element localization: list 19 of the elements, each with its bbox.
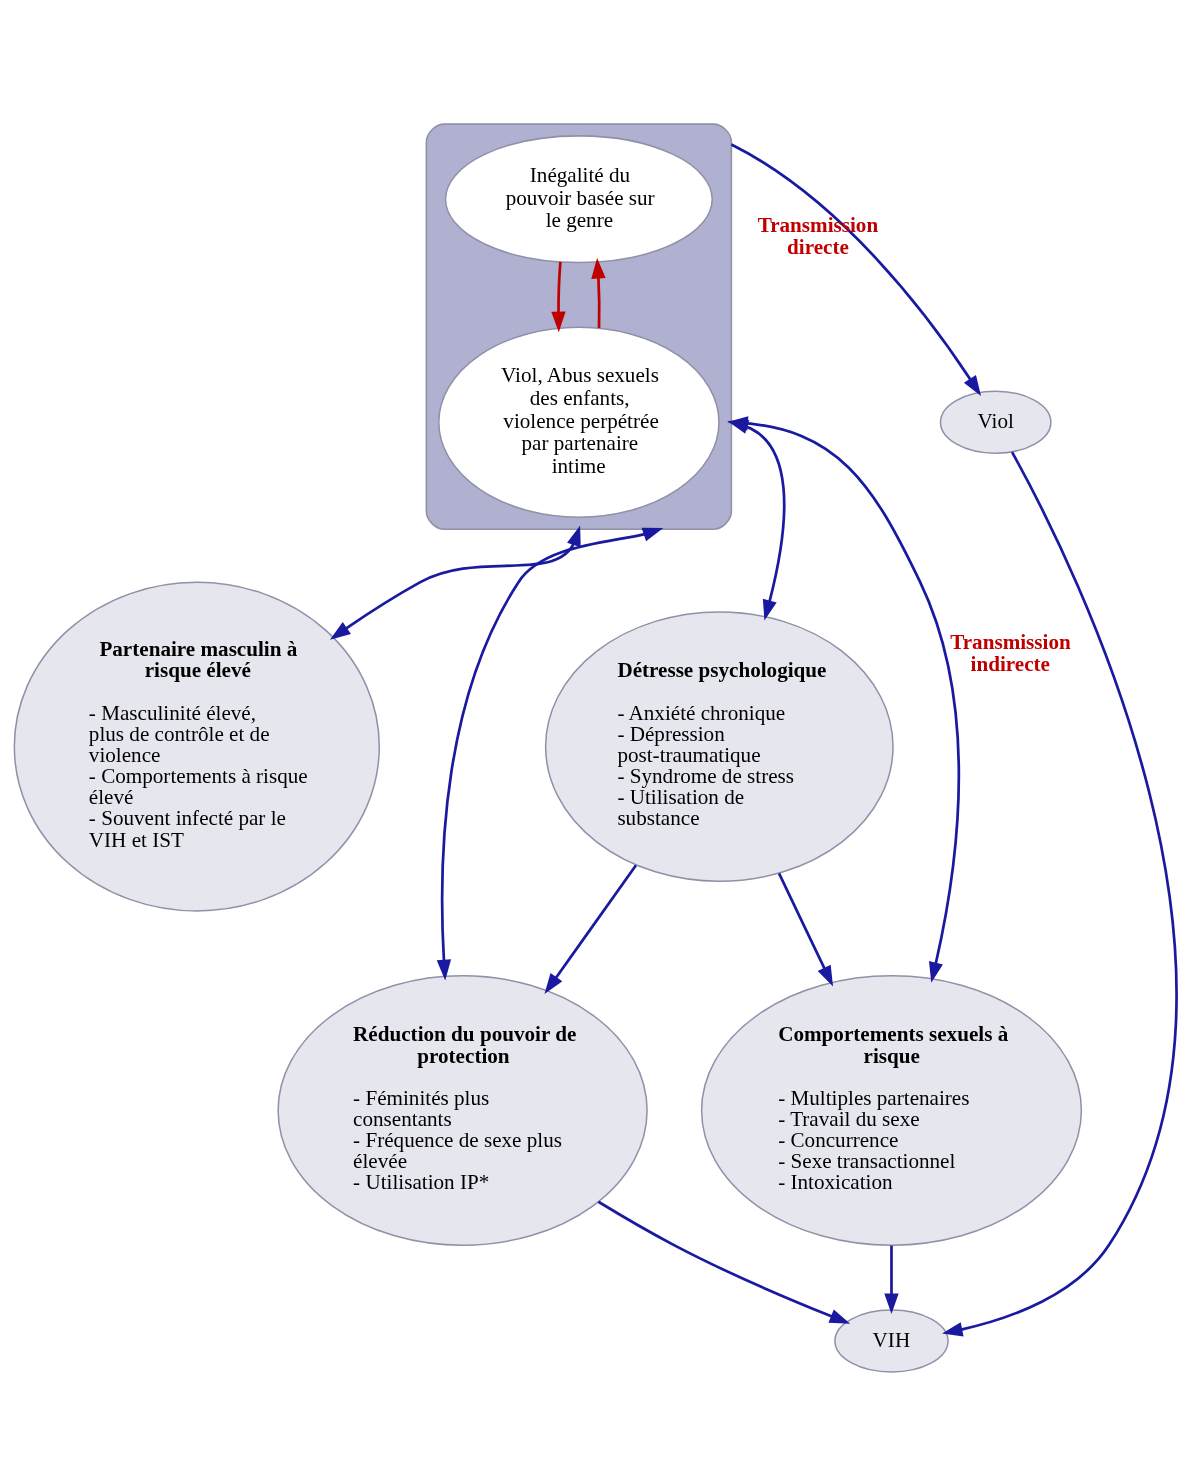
arrow — [597, 1200, 851, 1324]
arrow — [329, 524, 581, 640]
arrow — [591, 257, 606, 328]
arrow — [551, 261, 566, 332]
arrow — [436, 527, 664, 980]
node-ellipse: Détresse psychologique - Anxiété chronique - Dépression post-traumatique - Syndrome de stress - Utilisation de substance — [544, 610, 894, 882]
node-ellipse: Viol, Abus sexuels des enfants, violence perpétrée par partenaire intime — [438, 326, 720, 518]
arrow — [884, 1245, 899, 1314]
node-ellipse: Comportements sexuels à risque - Multiples partenaires - Travail du sexe - Concurrence - Sexe transactionnel - Intoxication — [700, 974, 1083, 1246]
arrow — [544, 864, 638, 994]
edge-label: Transmission indirecte — [950, 629, 1071, 676]
node-ellipse: Inégalité du pouvoir basée sur le genre — [444, 134, 713, 263]
arrow — [941, 451, 1178, 1336]
arrow — [777, 872, 834, 987]
cluster — [425, 122, 733, 530]
node-ellipse: VIH — [834, 1308, 949, 1373]
arrow — [730, 142, 982, 396]
node-circle: Partenaire masculin à risque élevé - Masculinité élevé, plus de contrôle et de violence - Comportements à risque élevé - Souvent infecté par le VIH et IST — [13, 581, 381, 912]
node-ellipse: Viol — [939, 389, 1052, 454]
